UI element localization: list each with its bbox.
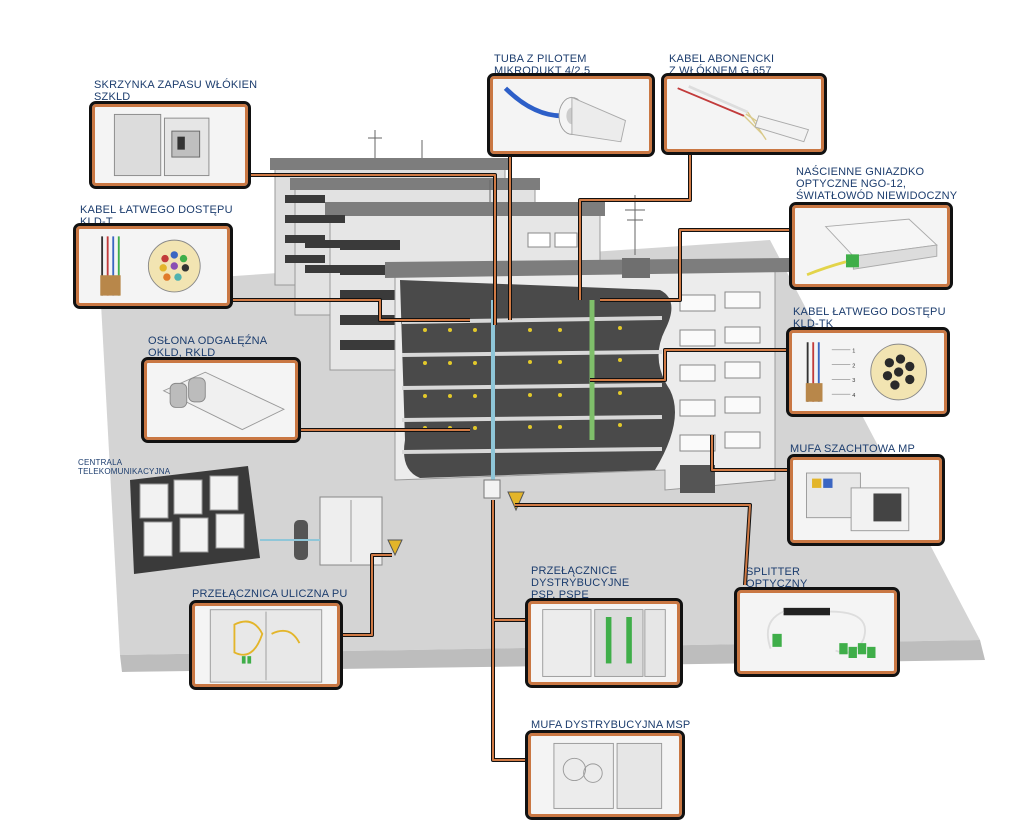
label-kabel-abonencki: KABEL ABONENCKI Z WŁÓKNEM G.657 (669, 53, 775, 77)
label-kld-t: KABEL ŁATWEGO DOSTĘPU KLD-T (80, 204, 233, 228)
label-splitter: SPLITTER OPTYCZNY (746, 566, 808, 590)
legend-3: 3 (852, 378, 855, 384)
callout-centrala (126, 462, 260, 578)
shaft-closure-icon (806, 472, 910, 532)
cable-cross-section-icon (100, 236, 201, 296)
legend-4: 4 (852, 393, 855, 399)
callout-oslona (141, 357, 301, 443)
optical-splitter-icon (766, 607, 876, 658)
label-kld-tk: KABEL ŁATWEGO DOSTĘPU KLD-TK (793, 306, 946, 330)
callout-pu (189, 600, 343, 690)
callout-gniazdko (789, 202, 953, 290)
label-centrala: CENTRALA TELEKOMUNIKACYJNA (78, 458, 171, 476)
label-msp: MUFA DYSTRYBUCYJNA MSP (531, 719, 691, 731)
street-cabinet-icon (209, 609, 323, 683)
callout-kld-t (73, 223, 233, 309)
branch-sleeve-icon (162, 371, 285, 431)
label-mufa-mp: MUFA SZACHTOWA MP (790, 443, 916, 455)
exchange-building-icon (130, 466, 260, 574)
street-equipment (260, 491, 525, 566)
callout-msp (525, 730, 685, 820)
callout-splitter (734, 587, 900, 677)
callout-kabel-abonencki (661, 73, 827, 155)
distribution-closure-icon (553, 742, 663, 809)
legend-2: 2 (852, 363, 855, 369)
distribution-frame-icon (542, 609, 666, 677)
label-gniazdko: NAŚCIENNE GNIAZDKO OPTYCZNE NGO-12, ŚWIA… (796, 166, 958, 202)
label-pu: PRZEŁĄCZNICA ULICZNA PU (192, 588, 348, 600)
legend-1: 1 (852, 349, 855, 355)
label-psp: PRZEŁĄCZNICE DYSTRYBUCYJNE PSP, PSPE (531, 565, 630, 601)
fiber-reserve-box-icon (113, 113, 210, 177)
label-szkld: SKRZYNKA ZAPASU WŁÓKIEN SZKLD (94, 79, 258, 103)
callout-kld-tk: 1 2 3 4 (786, 327, 950, 417)
main-building (385, 258, 790, 499)
callout-szkld (89, 101, 251, 189)
label-tuba: TUBA Z PILOTEM MIKRODUKT 4/2,5 (494, 53, 591, 77)
subscriber-cable-icon (677, 85, 810, 143)
callout-tuba (487, 73, 655, 157)
label-oslona: OSŁONA ODGAŁĘŹNA OKLD, RKLD (148, 335, 268, 359)
callout-mufa-mp (787, 454, 945, 546)
wall-socket-icon (806, 218, 938, 277)
cable-cross-section-icon: 1 2 3 4 (805, 342, 927, 402)
callout-connectors (232, 150, 800, 762)
callout-psp (525, 598, 683, 688)
microduct-tube-icon (503, 86, 626, 143)
